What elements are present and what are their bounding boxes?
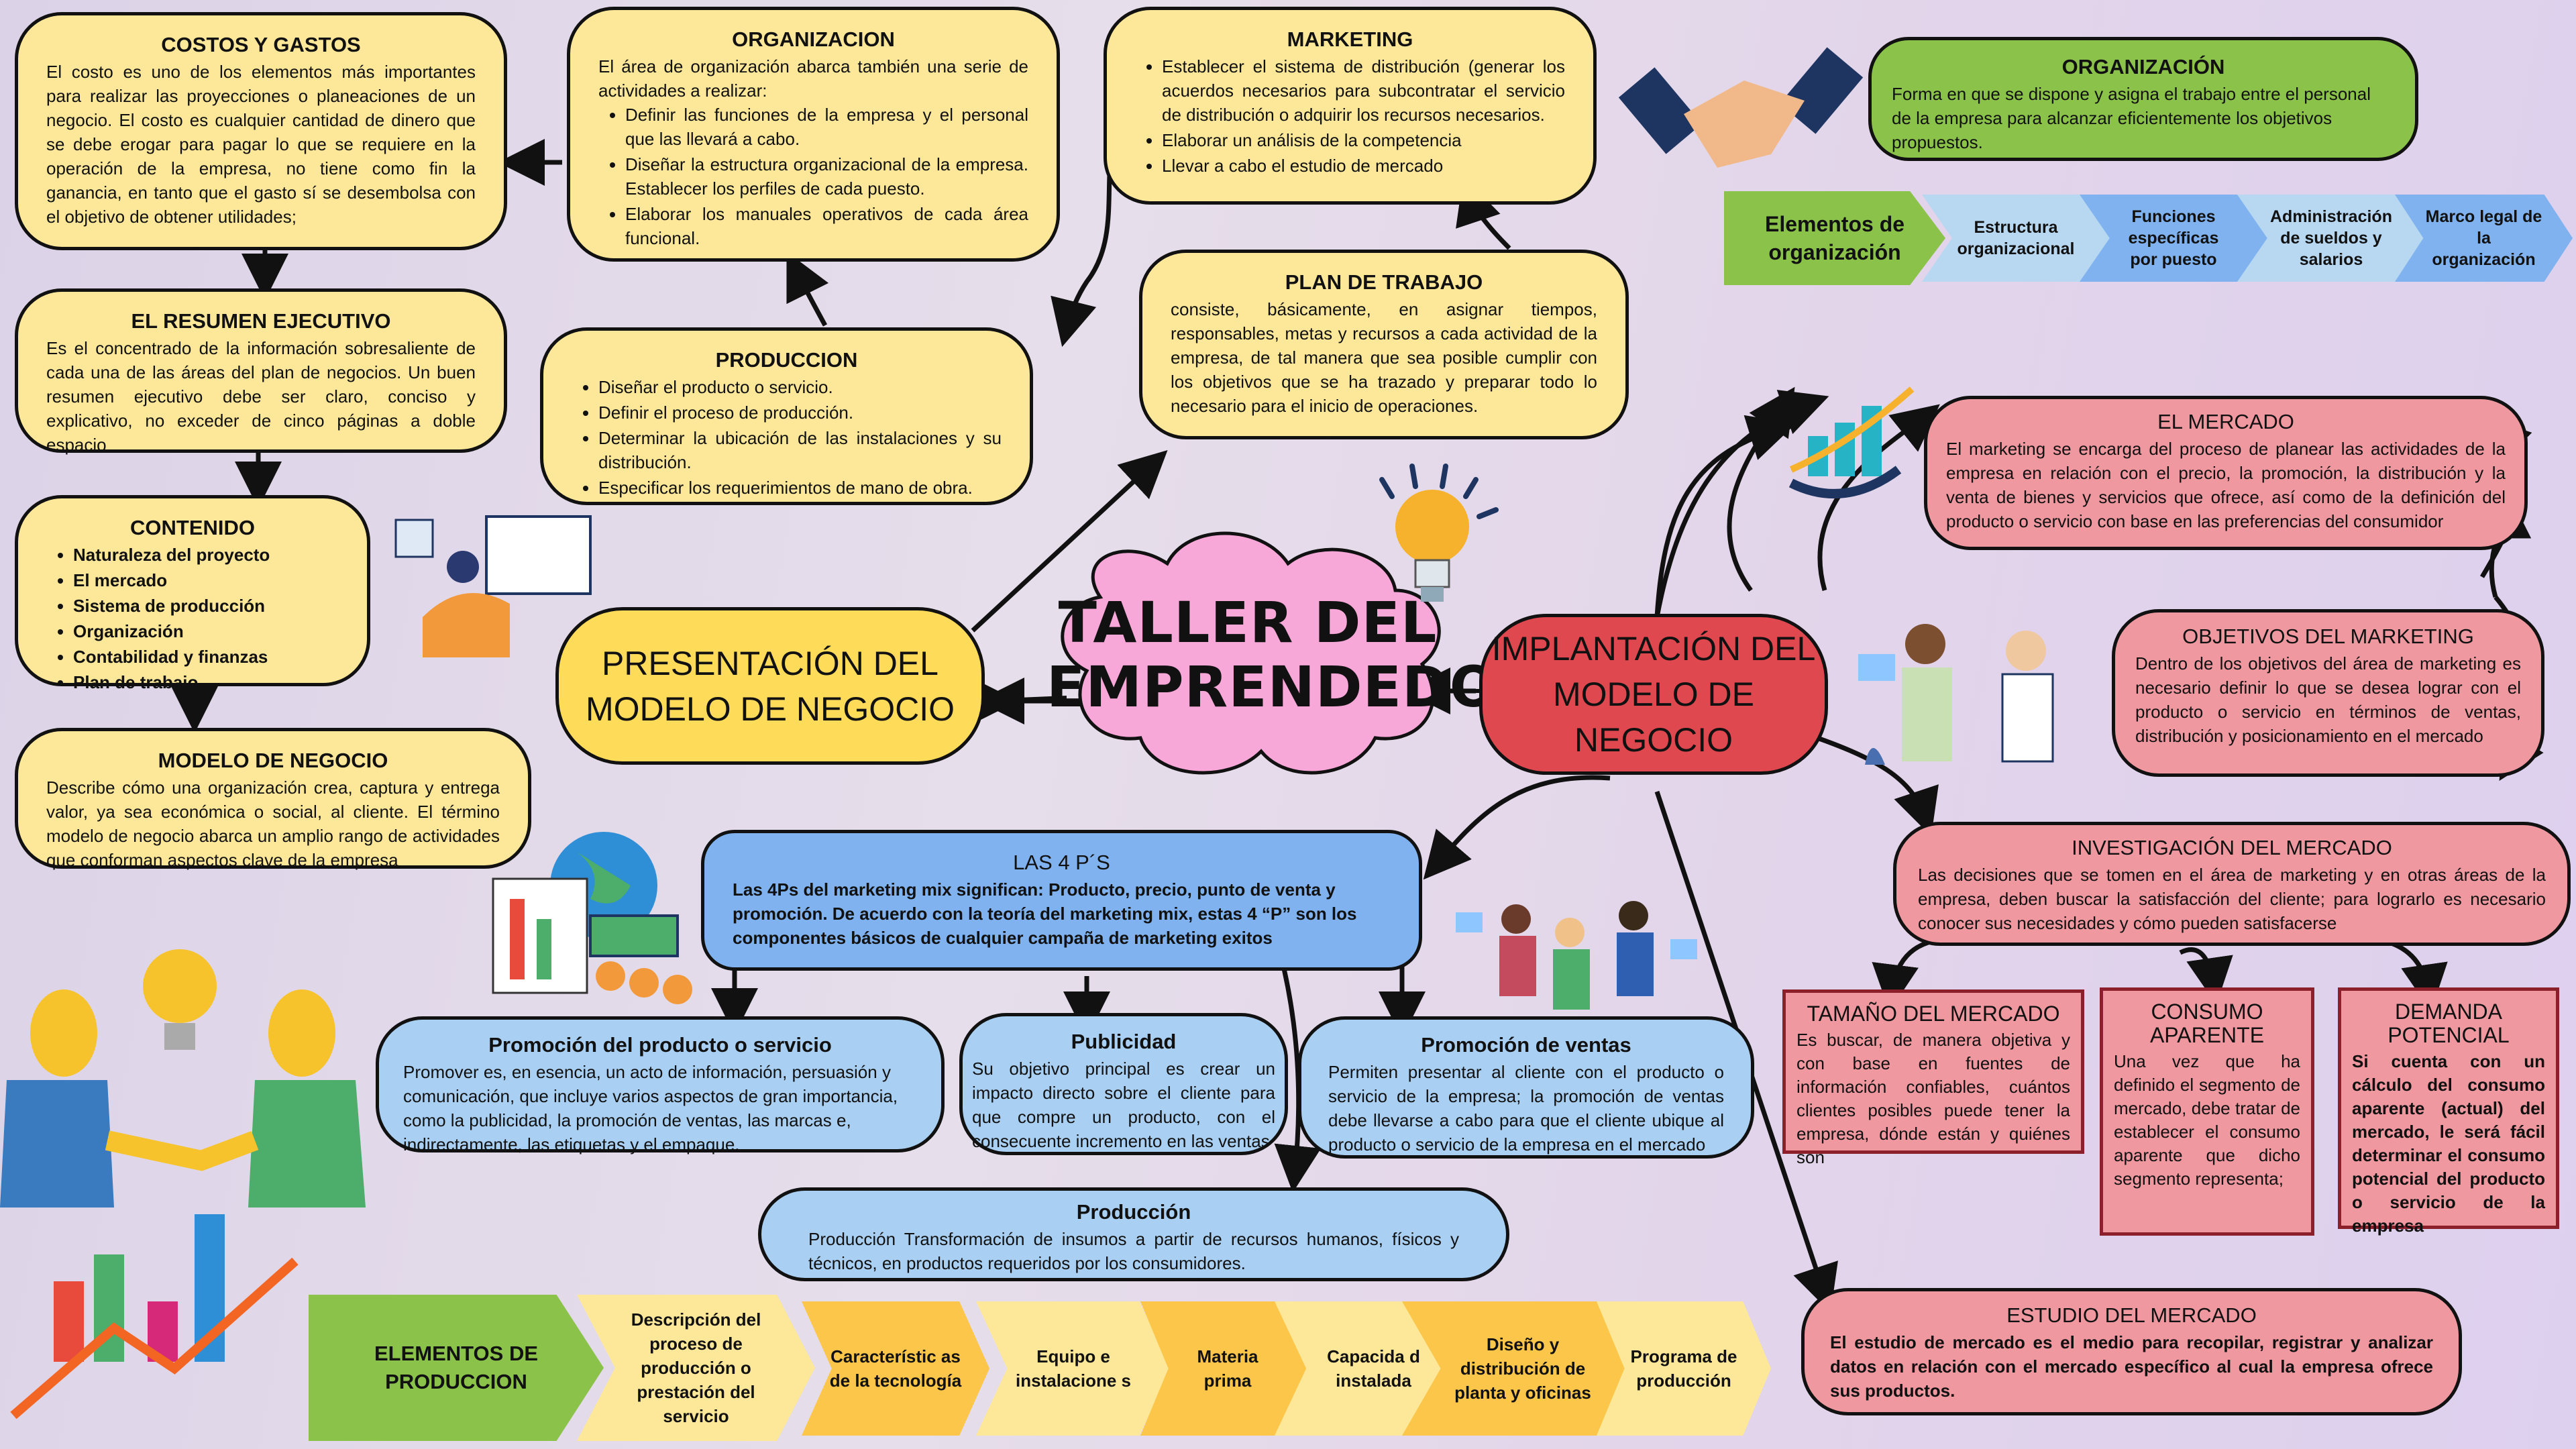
produccion-item: Diseñar el producto o servicio. [598,375,1002,399]
mercado-title: EL MERCADO [2157,410,2294,433]
org2-text: Forma en que se dispone y asigna el trab… [1892,84,2371,152]
resumen-text: Es el concentrado de la información sobr… [46,338,476,455]
org2-title: ORGANIZACIÓN [2061,55,2225,78]
elementos-org-step: Funciones específicas por puesto [2080,195,2267,282]
promocion-text: Promover es, en esencia, un acto de info… [403,1062,898,1155]
publicidad-text: Su objetivo principal es crear un impact… [972,1059,1275,1151]
costos-gastos-box: COSTOS Y GASTOS El costo es uno de los e… [15,12,507,250]
demanda-box: DEMANDA POTENCIAL Si cuenta con un cálcu… [2338,987,2559,1236]
estudio-title: ESTUDIO DEL MERCADO [2006,1303,2257,1327]
elementos-prod-step: Diseño y distribución de planta y oficin… [1402,1301,1644,1436]
investigacion-title: INVESTIGACIÓN DEL MERCADO [2072,836,2392,859]
plan-box: PLAN DE TRABAJO consiste, básicamente, e… [1139,250,1629,439]
marketing-box: MARKETING Establecer el sistema de distr… [1104,7,1597,205]
marketing-item: Establecer el sistema de distribución (g… [1162,54,1565,127]
resumen-box: EL RESUMEN EJECUTIVO Es el concentrado d… [15,288,507,455]
org2-box: ORGANIZACIÓN Forma en que se dispone y a… [1868,37,2418,161]
promocion-title: Promoción del producto o servicio [488,1033,832,1057]
publicidad-title: Publicidad [1071,1030,1177,1053]
costos-title: COSTOS Y GASTOS [161,33,361,56]
consumo-text: Una vez que ha definido el segmento de m… [2114,1051,2300,1189]
promocion-box: Promoción del producto o servicio Promov… [376,1016,945,1155]
tamano-title: TAMAÑO DEL MERCADO [1807,1002,2060,1026]
contenido-box: CONTENIDO Naturaleza del proyecto El mer… [15,495,370,692]
produccion-item: Determinar la ubicación de las instalaci… [598,426,1002,474]
ventas-text: Permiten presentar al cliente con el pro… [1328,1062,1724,1155]
organizacion-title: ORGANIZACION [732,28,895,51]
tamano-box: TAMAÑO DEL MERCADO Es buscar, de manera … [1782,989,2084,1167]
objetivos-text: Dentro de los objetivos del área de mark… [2135,653,2521,746]
tamano-text: Es buscar, de manera objetiva y con base… [1796,1030,2070,1167]
consumo-title: CONSUMO APARENTE [2149,1000,2265,1047]
plan-text: consiste, básicamente, en asignar tiempo… [1171,299,1597,416]
mercado-text: El marketing se encarga del proceso de p… [1946,439,2506,531]
presentacion-node: PRESENTACIÓN DEL MODELO DE NEGOCIO [555,607,985,765]
marketing-item: Llevar a cabo el estudio de mercado [1162,154,1565,178]
contenido-item: El mercado [73,568,339,592]
plan-title: PLAN DE TRABAJO [1285,270,1483,294]
organizacion-item: Elaborar los manuales operativos de cada… [625,202,1028,250]
organizacion-box: ORGANIZACION El área de organización aba… [567,7,1060,262]
elementos-org-label: Elementos de organización [1724,191,1945,285]
elementos-prod-step: Equipo e instalacione s [976,1301,1171,1436]
produccion-item: Definir el proceso de producción. [598,400,1002,425]
mercado-box: EL MERCADO El marketing se encarga del p… [1924,396,2528,550]
organizacion-item: Diseñar la estructura organizacional de … [625,152,1028,201]
contenido-item: Sistema de producción [73,594,339,618]
demanda-title: DEMANDA POTENCIAL [2387,1000,2510,1047]
produccion-item: Especificar los requerimientos de mano d… [598,476,1002,500]
ventas-box: Promoción de ventas Permiten presentar a… [1298,1016,1754,1159]
contenido-item: Organización [73,619,339,643]
estudio-box: ESTUDIO DEL MERCADO El estudio de mercad… [1801,1288,2462,1415]
marketing-item: Elaborar un análisis de la competencia [1162,128,1565,152]
modelo-title: MODELO DE NEGOCIO [158,749,388,772]
produccion2-title: Producción [1076,1200,1191,1224]
cuatrop-text: Las 4Ps del marketing mix significan: Pr… [733,879,1357,948]
implantacion-node: IMPLANTACIÓN DEL MODELO DE NEGOCIO [1479,614,1828,775]
produccion2-text: Producción Transformación de insumos a p… [808,1229,1459,1273]
produccion2-box: Producción Producción Transformación de … [758,1187,1509,1281]
costos-text: El costo es uno de los elementos más imp… [46,62,476,227]
produccion-box: PRODUCCION Diseñar el producto o servici… [540,327,1033,505]
ventas-title: Promoción de ventas [1421,1033,1631,1057]
demanda-text: Si cuenta con un cálculo del consumo apa… [2352,1051,2545,1236]
contenido-title: CONTENIDO [130,516,255,539]
elementos-prod-label: ELEMENTOS DE PRODUCCION [309,1295,604,1441]
produccion-title: PRODUCCION [715,348,858,372]
contenido-item: Plan de trabajo [73,670,339,694]
resumen-title: EL RESUMEN EJECUTIVO [131,309,391,333]
objetivos-title: OBJETIVOS DEL MARKETING [2182,625,2474,648]
investigacion-box: INVESTIGACIÓN DEL MERCADO Las decisiones… [1893,822,2571,946]
contenido-item: Contabilidad y finanzas [73,645,339,669]
elementos-prod-step: Descripción del proceso de producción o … [577,1295,815,1441]
elementos-prod-step: Característic as de la tecnología [802,1301,989,1436]
organizacion-item: Definir las funciones de la empresa y el… [625,103,1028,151]
elementos-org-step: Administración de sueldos y salarios [2237,195,2425,282]
modelo-text: Describe cómo una organización crea, cap… [46,777,500,870]
marketing-title: MARKETING [1287,28,1413,51]
elementos-prod-step: Programa de producción [1597,1301,1771,1436]
elementos-org-step: Marco legal de la organización [2395,195,2573,282]
organizacion-intro: El área de organización abarca también u… [598,56,1028,101]
objetivos-box: OBJETIVOS DEL MARKETING Dentro de los ob… [2112,609,2544,777]
consumo-box: CONSUMO APARENTE Una vez que ha definido… [2100,987,2314,1236]
investigacion-text: Las decisiones que se tomen en el área d… [1918,865,2546,933]
main-title: TALLER DEL EMPRENDEDOR [1046,590,1542,720]
cuatrop-title: LAS 4 P´S [1013,851,1110,874]
publicidad-box: Publicidad Su objetivo principal es crea… [959,1013,1288,1155]
estudio-text: El estudio de mercado es el medio para r… [1830,1332,2433,1401]
cuatrop-box: LAS 4 P´S Las 4Ps del marketing mix sign… [701,830,1422,971]
contenido-item: Naturaleza del proyecto [73,543,339,567]
elementos-org-step: Estructura organizacional [1922,195,2110,282]
modelo-box: MODELO DE NEGOCIO Describe cómo una orga… [15,728,531,870]
